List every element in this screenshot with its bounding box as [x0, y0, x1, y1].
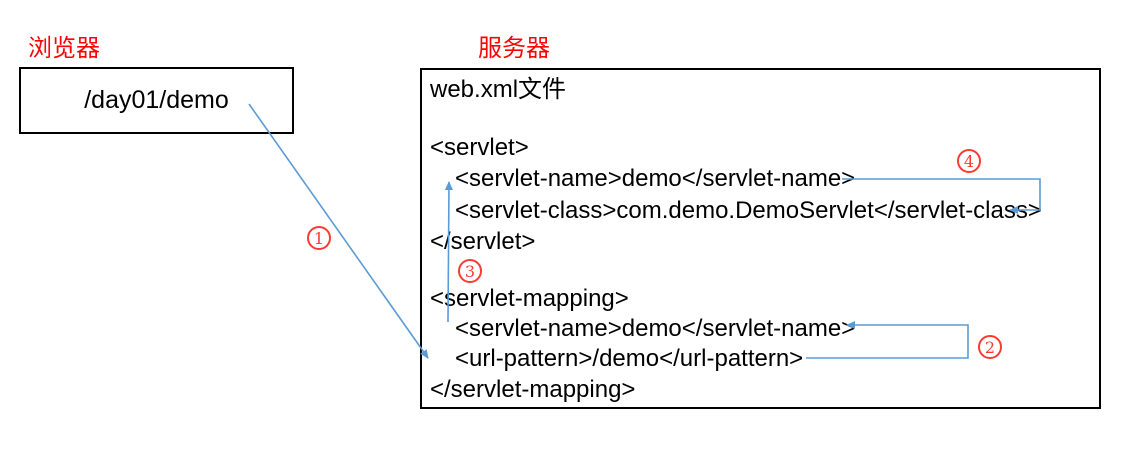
webxml-file-title: web.xml文件	[430, 76, 567, 103]
step-marker-2-number: 2	[984, 337, 996, 357]
code-line-url-pattern: <url-pattern>/demo</url-pattern>	[455, 345, 804, 372]
code-line-mapping-open: <servlet-mapping>	[430, 285, 629, 312]
server-region-label: 服务器	[478, 34, 550, 62]
step-marker-2: 2	[978, 335, 1002, 359]
code-line-mapping-close: </servlet-mapping>	[430, 376, 636, 403]
step-marker-1-number: 1	[313, 228, 325, 248]
code-line-servlet-name: <servlet-name>demo</servlet-name>	[455, 165, 856, 192]
request-url-text: /day01/demo	[84, 86, 229, 114]
step-marker-4-number: 4	[963, 151, 975, 171]
code-line-servlet-close: </servlet>	[430, 228, 536, 255]
code-line-servlet-class: <servlet-class>com.demo.DemoServlet</ser…	[455, 197, 1042, 224]
code-line-servlet-open: <servlet>	[430, 134, 529, 161]
browser-region-label: 浏览器	[28, 34, 100, 62]
browser-box: /day01/demo	[19, 67, 294, 134]
step-marker-3: 3	[458, 259, 482, 283]
arrow-step1-request-diagonal	[248, 103, 429, 359]
step-marker-1: 1	[307, 226, 331, 250]
step-marker-4: 4	[957, 149, 981, 173]
step-marker-3-number: 3	[464, 261, 476, 281]
code-line-mapping-servlet-name: <servlet-name>demo</servlet-name>	[455, 315, 856, 342]
